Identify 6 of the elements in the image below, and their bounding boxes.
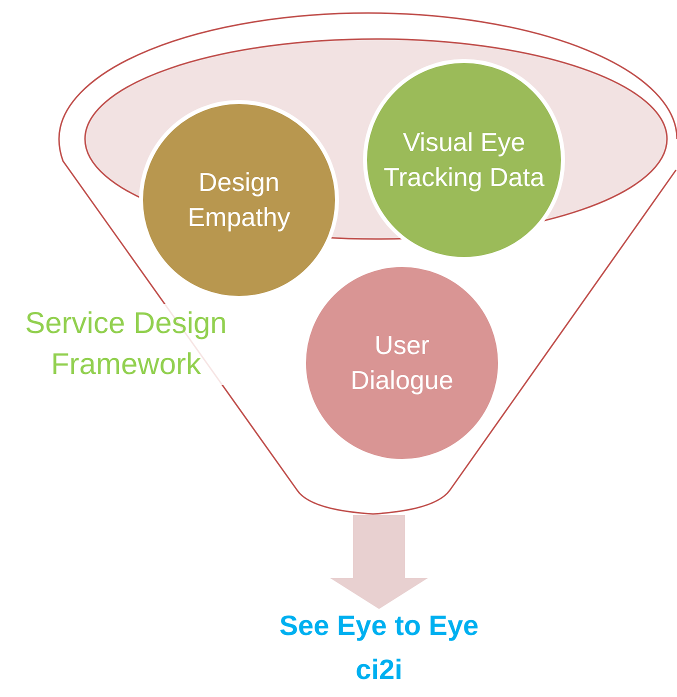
down-arrow <box>330 515 428 609</box>
circle-label: Visual Eye Tracking Data <box>382 126 546 194</box>
outcome-title: See Eye to Eye <box>279 609 479 643</box>
circle-label: Design Empathy <box>186 166 292 234</box>
circle-label: User Dialogue <box>350 328 454 397</box>
outcome-subtitle: ci2i <box>356 653 402 687</box>
